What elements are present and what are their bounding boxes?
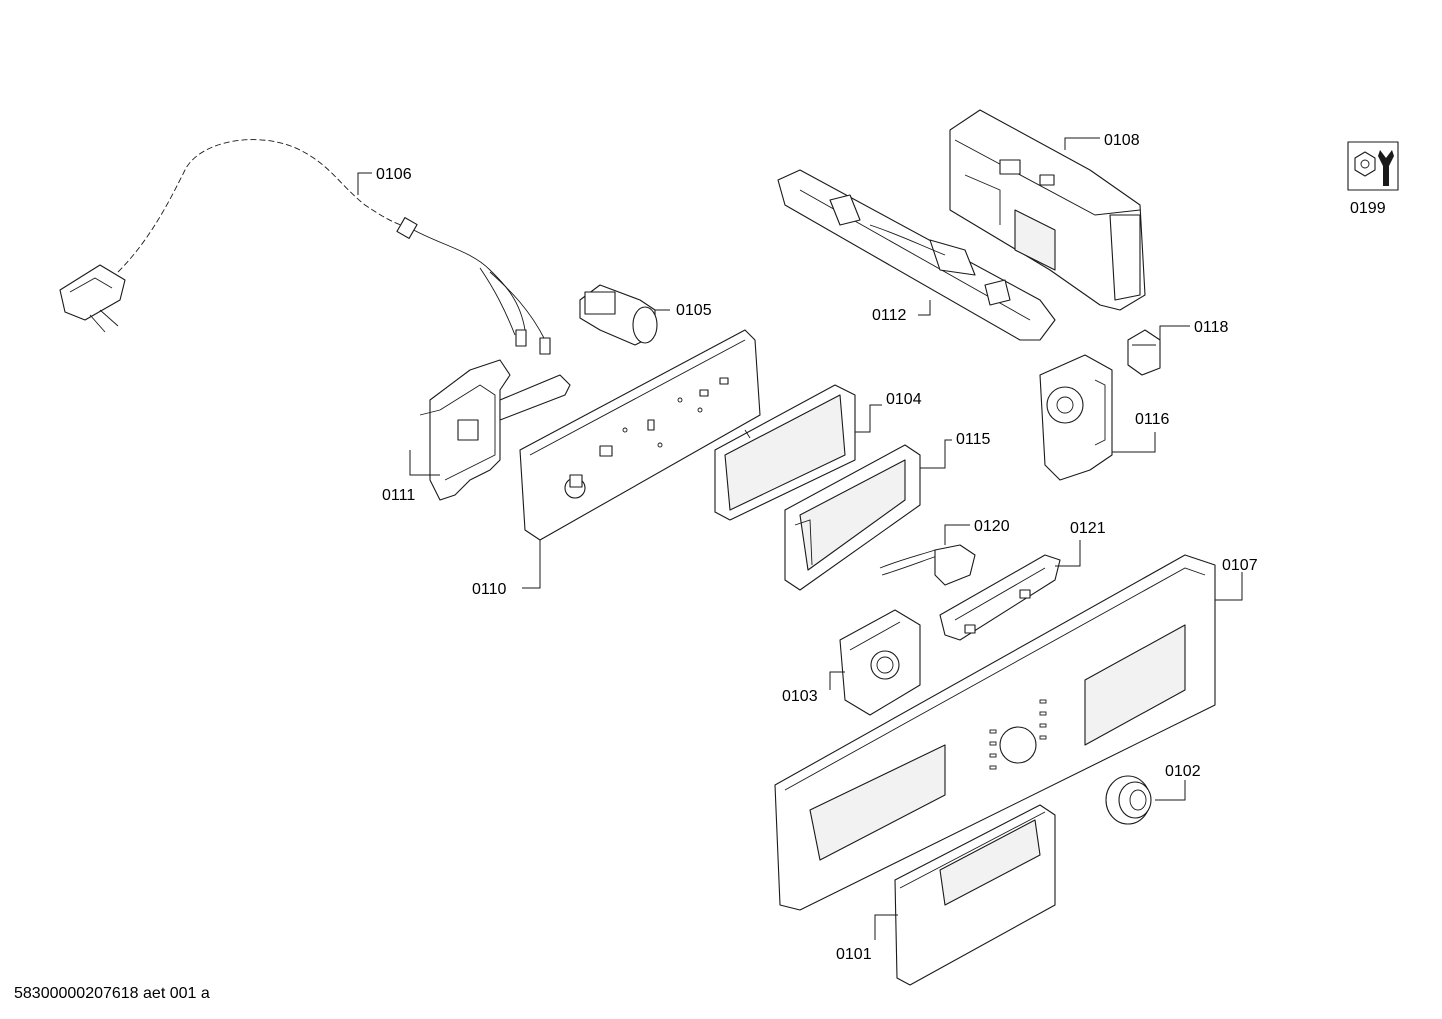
- label-0118: 0118: [1194, 319, 1229, 336]
- control-panel-fascia-part[interactable]: 0107: [774, 554, 1258, 911]
- control-board-part[interactable]: 0110: [472, 329, 761, 598]
- label-0108: 0108: [1104, 132, 1140, 149]
- label-0110: 0110: [472, 581, 507, 598]
- label-0102: 0102: [1165, 763, 1201, 780]
- indicator-dots: [989, 699, 1047, 770]
- label-0112: 0112: [872, 307, 907, 324]
- electronics-module-part[interactable]: 0108: [949, 109, 1146, 311]
- label-0104: 0104: [886, 391, 922, 408]
- nut-wrench-icon: 0199: [1347, 141, 1399, 217]
- bracket-part[interactable]: 0111: [382, 359, 571, 504]
- label-0111: 0111: [382, 487, 415, 504]
- document-code: 58300000207618 aet 001 a: [14, 985, 210, 1002]
- drawer-front-part[interactable]: 0101: [836, 804, 1056, 986]
- fan-housing-part[interactable]: 0116: [1039, 354, 1170, 481]
- capacitor-part[interactable]: 0105: [579, 284, 712, 346]
- label-0105: 0105: [676, 302, 712, 319]
- selector-module-part[interactable]: 0103: [782, 609, 921, 716]
- label-0101: 0101: [836, 946, 872, 963]
- label-0115: 0115: [956, 431, 991, 448]
- label-0103: 0103: [782, 688, 818, 705]
- program-knob-part[interactable]: 0102: [1105, 763, 1201, 825]
- cable-rail-part[interactable]: 0112: [777, 169, 1056, 341]
- button-strip-part[interactable]: 0121: [939, 520, 1106, 641]
- power-cord-part[interactable]: 0106: [59, 139, 551, 355]
- wire-harness-part[interactable]: 0120: [879, 518, 1010, 586]
- display-frame-part[interactable]: 0115: [784, 431, 991, 591]
- label-0106: 0106: [376, 166, 412, 183]
- label-0116: 0116: [1135, 411, 1170, 428]
- label-0107: 0107: [1222, 557, 1258, 574]
- connector-part[interactable]: 0118: [1127, 319, 1229, 376]
- label-0121: 0121: [1070, 520, 1106, 537]
- display-window-part[interactable]: 0104: [714, 384, 922, 521]
- label-0120: 0120: [974, 518, 1010, 535]
- label-0199: 0199: [1350, 200, 1386, 217]
